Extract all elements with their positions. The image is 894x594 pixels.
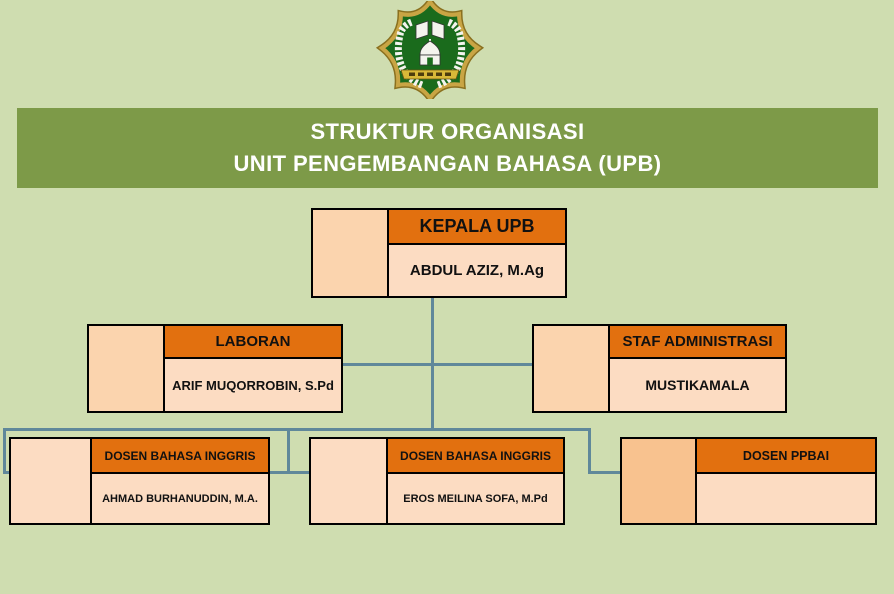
org-box-dosen-bahasa-inggris-1: DOSEN BAHASA INGGRIS AHMAD BURHANUDDIN, …	[9, 437, 270, 525]
book-left-page	[415, 20, 429, 40]
org-box-laboran: LABORAN ARIF MUQORROBIN, S.Pd	[87, 324, 343, 413]
title-banner: STRUKTUR ORGANISASI UNIT PENGEMBANGAN BA…	[17, 108, 878, 188]
connector-elbow-left	[3, 471, 13, 474]
org-box-person-name: ARIF MUQORROBIN, S.Pd	[172, 377, 334, 393]
org-box-title: LABORAN	[165, 326, 341, 359]
connector-level3-horizontal	[3, 428, 591, 431]
org-box-person-name: EROS MEILINA SOFA, M.Pd	[403, 492, 548, 505]
connector-drop-center	[287, 428, 290, 474]
org-box-title: DOSEN BAHASA INGGRIS	[388, 439, 563, 474]
book-right-page	[431, 20, 445, 40]
ribbon-marks	[409, 72, 451, 76]
org-box-dosen-bahasa-inggris-2: DOSEN BAHASA INGGRIS EROS MEILINA SOFA, …	[309, 437, 565, 525]
org-box-title: DOSEN PPBAI	[697, 439, 875, 474]
org-box-person-name: AHMAD BURHANUDDIN, M.A.	[102, 492, 258, 505]
org-box-title: STAF ADMINISTRASI	[610, 326, 785, 359]
connector-drop-right	[588, 428, 591, 474]
university-seal-logo	[375, 1, 485, 99]
wreath-right-branch	[436, 18, 466, 89]
connector-drop-left	[3, 428, 6, 474]
org-box-person-name: MUSTIKAMALA	[645, 377, 750, 393]
org-box-title: KEPALA UPB	[389, 210, 565, 245]
mosque-door	[427, 57, 433, 65]
org-box-side-panel	[11, 439, 92, 523]
org-box-person-name: ABDUL AZIZ, M.Ag	[409, 262, 545, 279]
connector-level2-horizontal	[343, 363, 532, 366]
org-box-side-panel	[622, 439, 697, 523]
connector-elbow-right	[588, 471, 623, 474]
banner-title-line2: UNIT PENGEMBANGAN BAHASA (UPB)	[233, 151, 662, 176]
org-box-side-panel	[89, 326, 165, 411]
org-box-staf-administrasi: STAF ADMINISTRASI MUSTIKAMALA	[532, 324, 787, 413]
org-box-side-panel	[313, 210, 389, 296]
org-box-person-name	[697, 474, 875, 523]
org-box-title: DOSEN BAHASA INGGRIS	[92, 439, 268, 474]
wreath-left-branch	[394, 18, 424, 89]
org-box-kepala-upb: KEPALA UPB ABDUL AZIZ, M.Ag	[311, 208, 567, 298]
org-box-dosen-ppbai: DOSEN PPBAI	[620, 437, 877, 525]
connector-elbow-center	[270, 471, 312, 474]
org-box-side-panel	[311, 439, 388, 523]
org-box-side-panel	[534, 326, 610, 411]
banner-title-line1: STRUKTUR ORGANISASI	[310, 119, 585, 144]
